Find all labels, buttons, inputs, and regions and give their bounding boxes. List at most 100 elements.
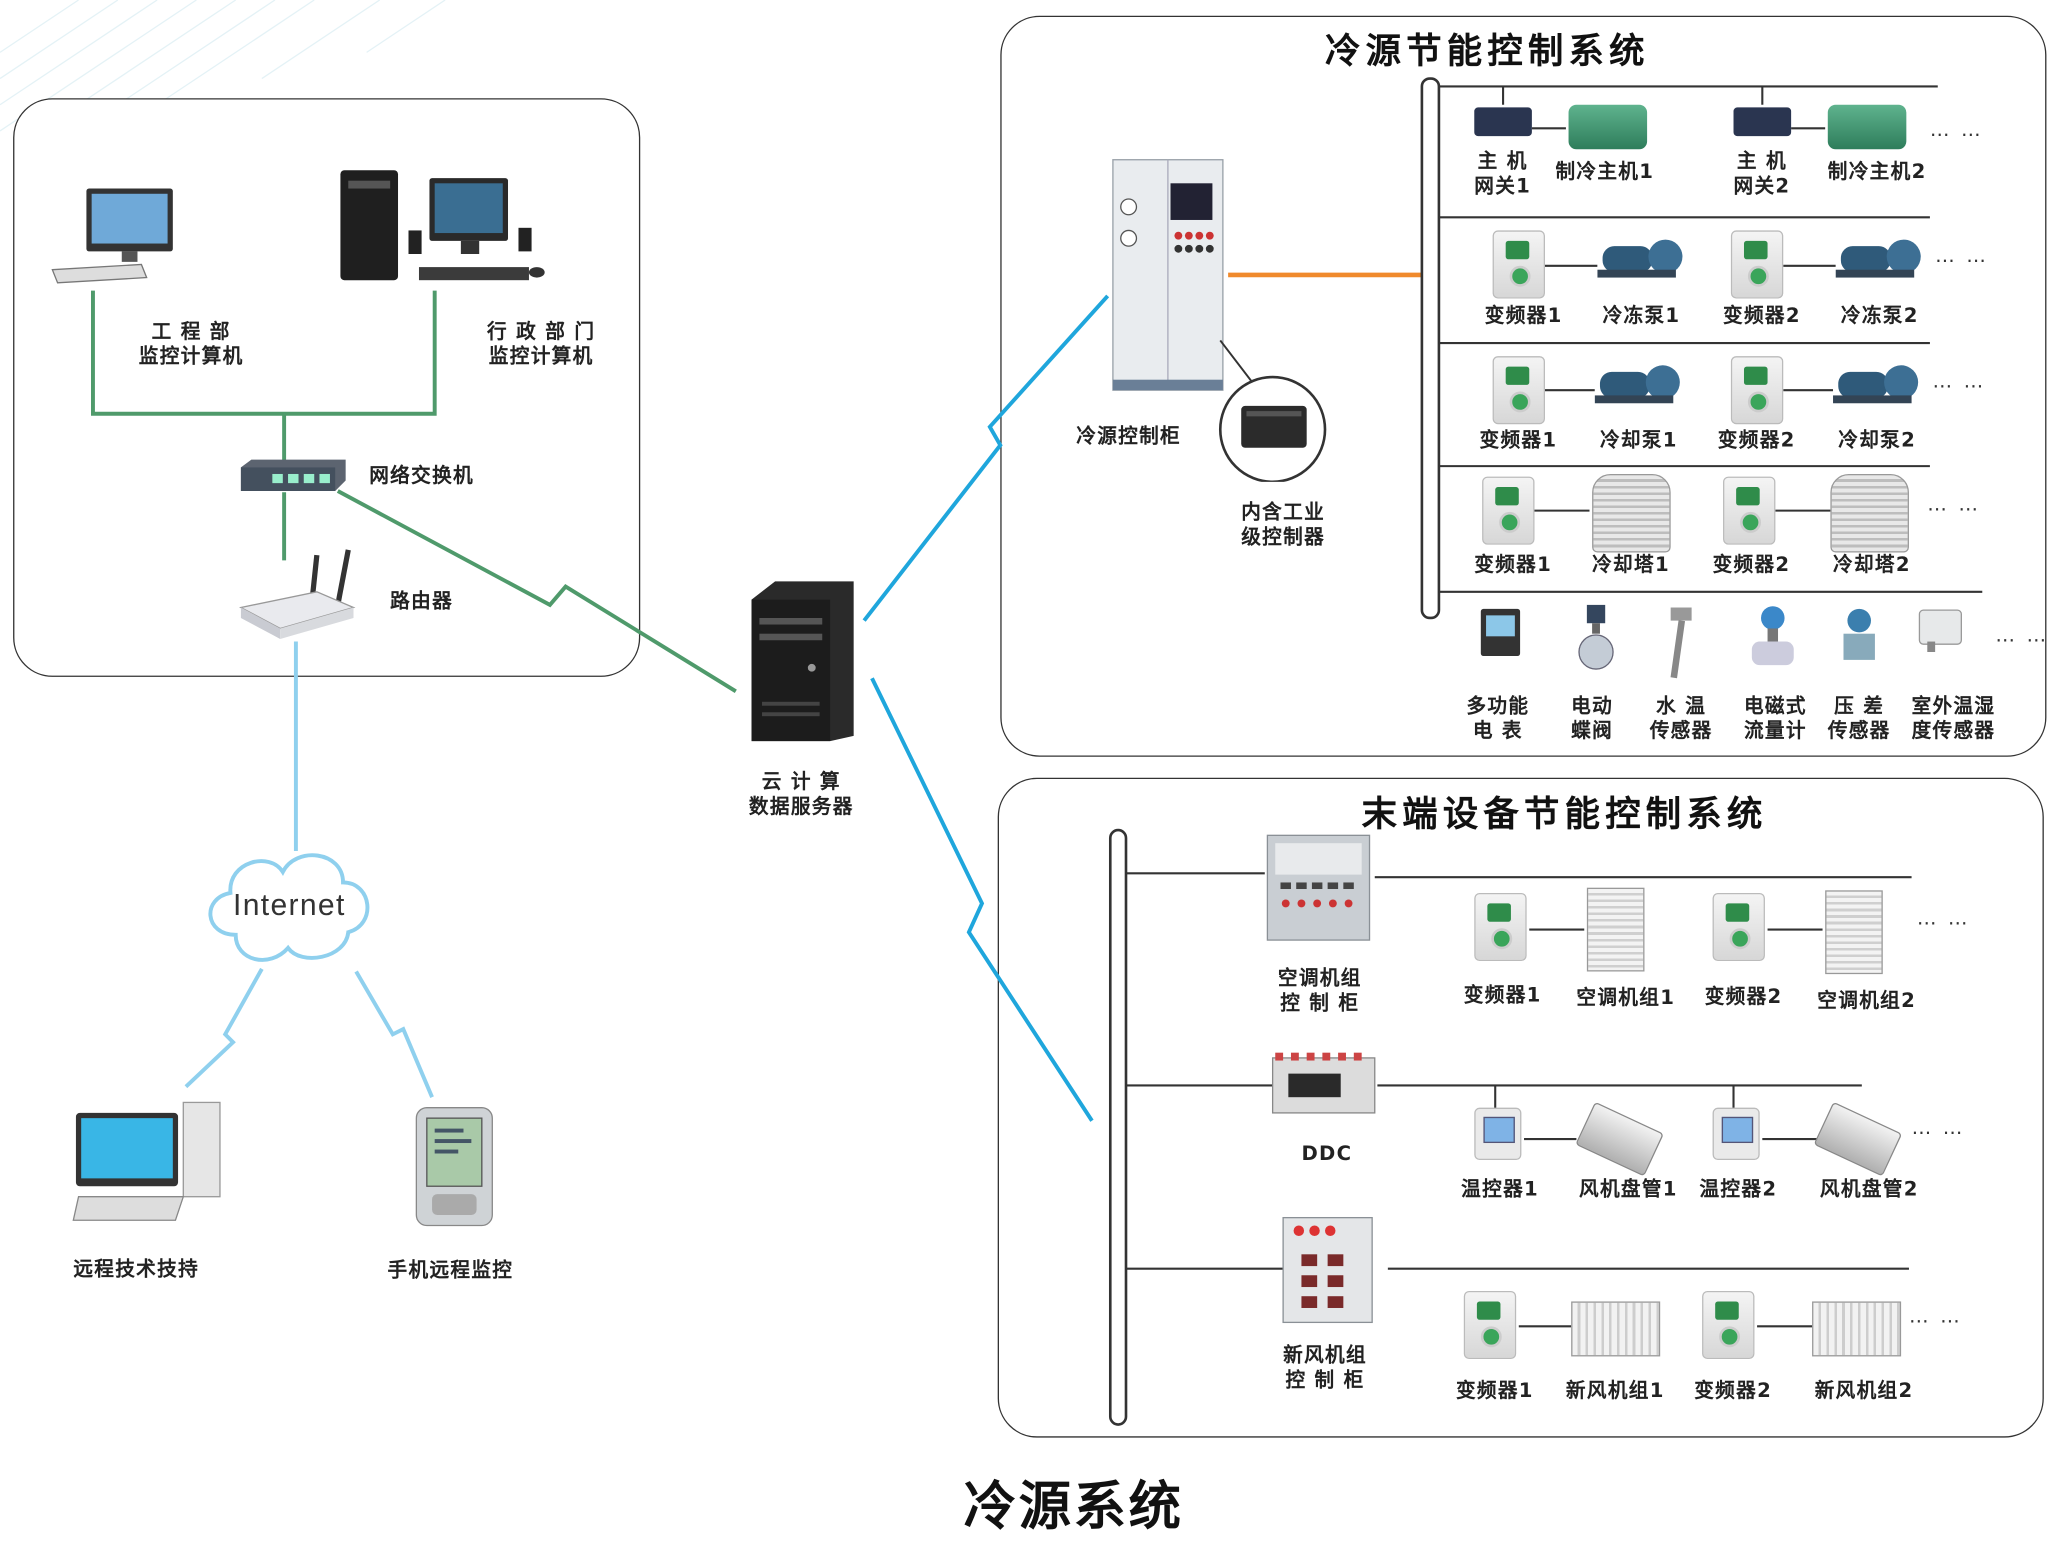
router-label: 路由器 bbox=[390, 589, 454, 613]
pressure-diff-sensor-icon bbox=[1843, 608, 1875, 660]
terminal-panel-title: 末端设备节能控制系统 bbox=[1361, 794, 1768, 836]
water-temp-sensor-icon bbox=[1670, 607, 1692, 679]
terminal-row1-vfd-2-label: 变频器2 bbox=[1704, 984, 1783, 1009]
cooling-pump-1-icon bbox=[1594, 365, 1680, 404]
thermostat-1-label: 温控器1 bbox=[1461, 1177, 1540, 1201]
vfd-icon bbox=[1474, 892, 1527, 962]
ahu-2-icon bbox=[1825, 890, 1883, 975]
chilled-pump-1-icon bbox=[1597, 239, 1683, 278]
outdoor-humidity-sensor-label: 室外温湿度传感器 bbox=[1911, 693, 1996, 743]
row-ellipsis: … … bbox=[1911, 1115, 1965, 1140]
remote-support-pc-icon bbox=[72, 1101, 221, 1221]
fresh-air-unit-2-label: 新风机组2 bbox=[1814, 1378, 1914, 1403]
fan-coil-1-label: 风机盘管1 bbox=[1579, 1177, 1678, 1201]
flow-meter-icon bbox=[1751, 606, 1794, 666]
vfd-icon bbox=[1492, 230, 1545, 299]
chiller-gateway-1-icon bbox=[1474, 107, 1532, 137]
row4-vfd-2-label: 变频器2 bbox=[1712, 552, 1791, 577]
internet-cloud-icon bbox=[208, 853, 370, 962]
terminal-row1-vfd-1-label: 变频器1 bbox=[1463, 983, 1542, 1007]
ahu-2-label: 空调机组2 bbox=[1817, 988, 1917, 1013]
cold-source-cabinet-label: 冷源控制柜 bbox=[1076, 424, 1182, 448]
vfd-icon bbox=[1730, 230, 1784, 299]
vfd-icon bbox=[1723, 476, 1776, 545]
network-switch-icon bbox=[240, 459, 346, 491]
row4-vfd-1-label: 变频器1 bbox=[1474, 552, 1553, 577]
internet-mobile-link bbox=[354, 970, 434, 1098]
chilled-pump-2-icon bbox=[1835, 239, 1921, 278]
power-meter-label: 多功能电 表 bbox=[1466, 693, 1530, 743]
fan-coil-2-label: 风机盘管2 bbox=[1819, 1177, 1919, 1201]
row-ellipsis: … … bbox=[1935, 243, 1989, 268]
vfd-icon bbox=[1482, 476, 1535, 545]
chiller-2-icon bbox=[1827, 104, 1907, 150]
fresh-air-unit-1-icon bbox=[1571, 1301, 1661, 1357]
cold-source-cabinet-icon bbox=[1112, 159, 1224, 391]
chiller-2-label: 制冷主机2 bbox=[1827, 159, 1927, 184]
cooling-tower-2-icon bbox=[1830, 473, 1909, 553]
row-ellipsis: … … bbox=[1927, 492, 1981, 516]
lan-link-eng bbox=[90, 290, 437, 416]
ahu-1-label: 空调机组1 bbox=[1576, 985, 1676, 1010]
vfd-icon bbox=[1702, 1290, 1755, 1360]
row-ellipsis: … … bbox=[1916, 906, 1971, 930]
row3-vfd-1-label: 变频器1 bbox=[1479, 428, 1558, 452]
industrial-controller-icon bbox=[1218, 339, 1327, 482]
cooling-tower-1-label: 冷却塔1 bbox=[1592, 552, 1670, 577]
ddc-controller-icon bbox=[1271, 1052, 1376, 1114]
chilled-pump-2-label: 冷冻泵2 bbox=[1840, 303, 1919, 328]
row3-vfd-2-label: 变频器2 bbox=[1717, 428, 1796, 452]
admin-pc-label: 行 政 部 门监控计算机 bbox=[487, 319, 596, 368]
fresh-air-unit-2-icon bbox=[1812, 1301, 1902, 1357]
ddc-label: DDC bbox=[1301, 1141, 1353, 1166]
fresh-air-cabinet-icon bbox=[1282, 1216, 1373, 1324]
vfd-icon bbox=[1712, 892, 1765, 962]
row-ellipsis: … … bbox=[1995, 623, 2049, 647]
chiller-1-label: 制冷主机1 bbox=[1555, 159, 1655, 184]
internet-remote-link bbox=[184, 967, 264, 1089]
vfd-icon bbox=[1463, 1290, 1517, 1360]
switch-server-link bbox=[336, 489, 737, 693]
industrial-controller-label: 内含工业级控制器 bbox=[1241, 500, 1326, 549]
engineering-pc-icon bbox=[51, 188, 173, 284]
ahu-cabinet-icon bbox=[1266, 834, 1371, 941]
fresh-air-cabinet-label: 新风机组控 制 柜 bbox=[1283, 1343, 1367, 1392]
row-ellipsis: … … bbox=[1929, 117, 1984, 142]
cooling-pump-1-label: 冷却泵1 bbox=[1599, 428, 1678, 452]
router-icon bbox=[239, 549, 356, 639]
motorized-valve-label: 电动蝶阀 bbox=[1571, 693, 1614, 743]
row2-vfd-1-label: 变频器1 bbox=[1484, 303, 1563, 328]
chiller-1-icon bbox=[1568, 104, 1648, 150]
row-ellipsis: … … bbox=[1908, 1304, 1963, 1328]
terminal-row3-vfd-1-label: 变频器1 bbox=[1455, 1378, 1534, 1403]
vfd-icon bbox=[1730, 356, 1784, 425]
row2-vfd-2-label: 变频器2 bbox=[1723, 303, 1801, 328]
power-meter-icon bbox=[1480, 608, 1521, 656]
cold-source-bus bbox=[1420, 77, 1441, 620]
chiller-gateway-2-label: 主 机网关2 bbox=[1733, 149, 1791, 198]
cold-source-panel-title: 冷源节能控制系统 bbox=[1325, 31, 1650, 73]
ahu-1-icon bbox=[1586, 887, 1645, 972]
thermostat-2-icon bbox=[1712, 1107, 1760, 1161]
pressure-diff-sensor-label: 压 差传感器 bbox=[1827, 693, 1891, 743]
cooling-pump-2-label: 冷却泵2 bbox=[1838, 428, 1917, 452]
vfd-icon bbox=[1492, 356, 1545, 425]
internet-label: Internet bbox=[233, 887, 346, 922]
motorized-valve-icon bbox=[1578, 604, 1614, 670]
mobile-monitor-label: 手机远程监控 bbox=[387, 1258, 514, 1282]
cooling-tower-2-label: 冷却塔2 bbox=[1833, 552, 1911, 577]
flow-meter-label: 电磁式流量计 bbox=[1743, 693, 1807, 743]
terminal-bus bbox=[1108, 828, 1128, 1426]
remote-support-label: 远程技术技持 bbox=[73, 1256, 200, 1281]
thermostat-1-icon bbox=[1474, 1107, 1522, 1161]
row-ellipsis: … … bbox=[1932, 369, 1986, 393]
water-temp-sensor-label: 水 温传感器 bbox=[1649, 693, 1713, 743]
outdoor-humidity-sensor-icon bbox=[1918, 609, 1962, 653]
server-terminal-link bbox=[870, 677, 1094, 1122]
cloud-server-icon bbox=[751, 581, 854, 742]
diagram-caption: 冷源系统 bbox=[963, 1476, 1184, 1538]
mobile-device-icon bbox=[415, 1107, 493, 1227]
cooling-tower-1-icon bbox=[1592, 473, 1671, 553]
